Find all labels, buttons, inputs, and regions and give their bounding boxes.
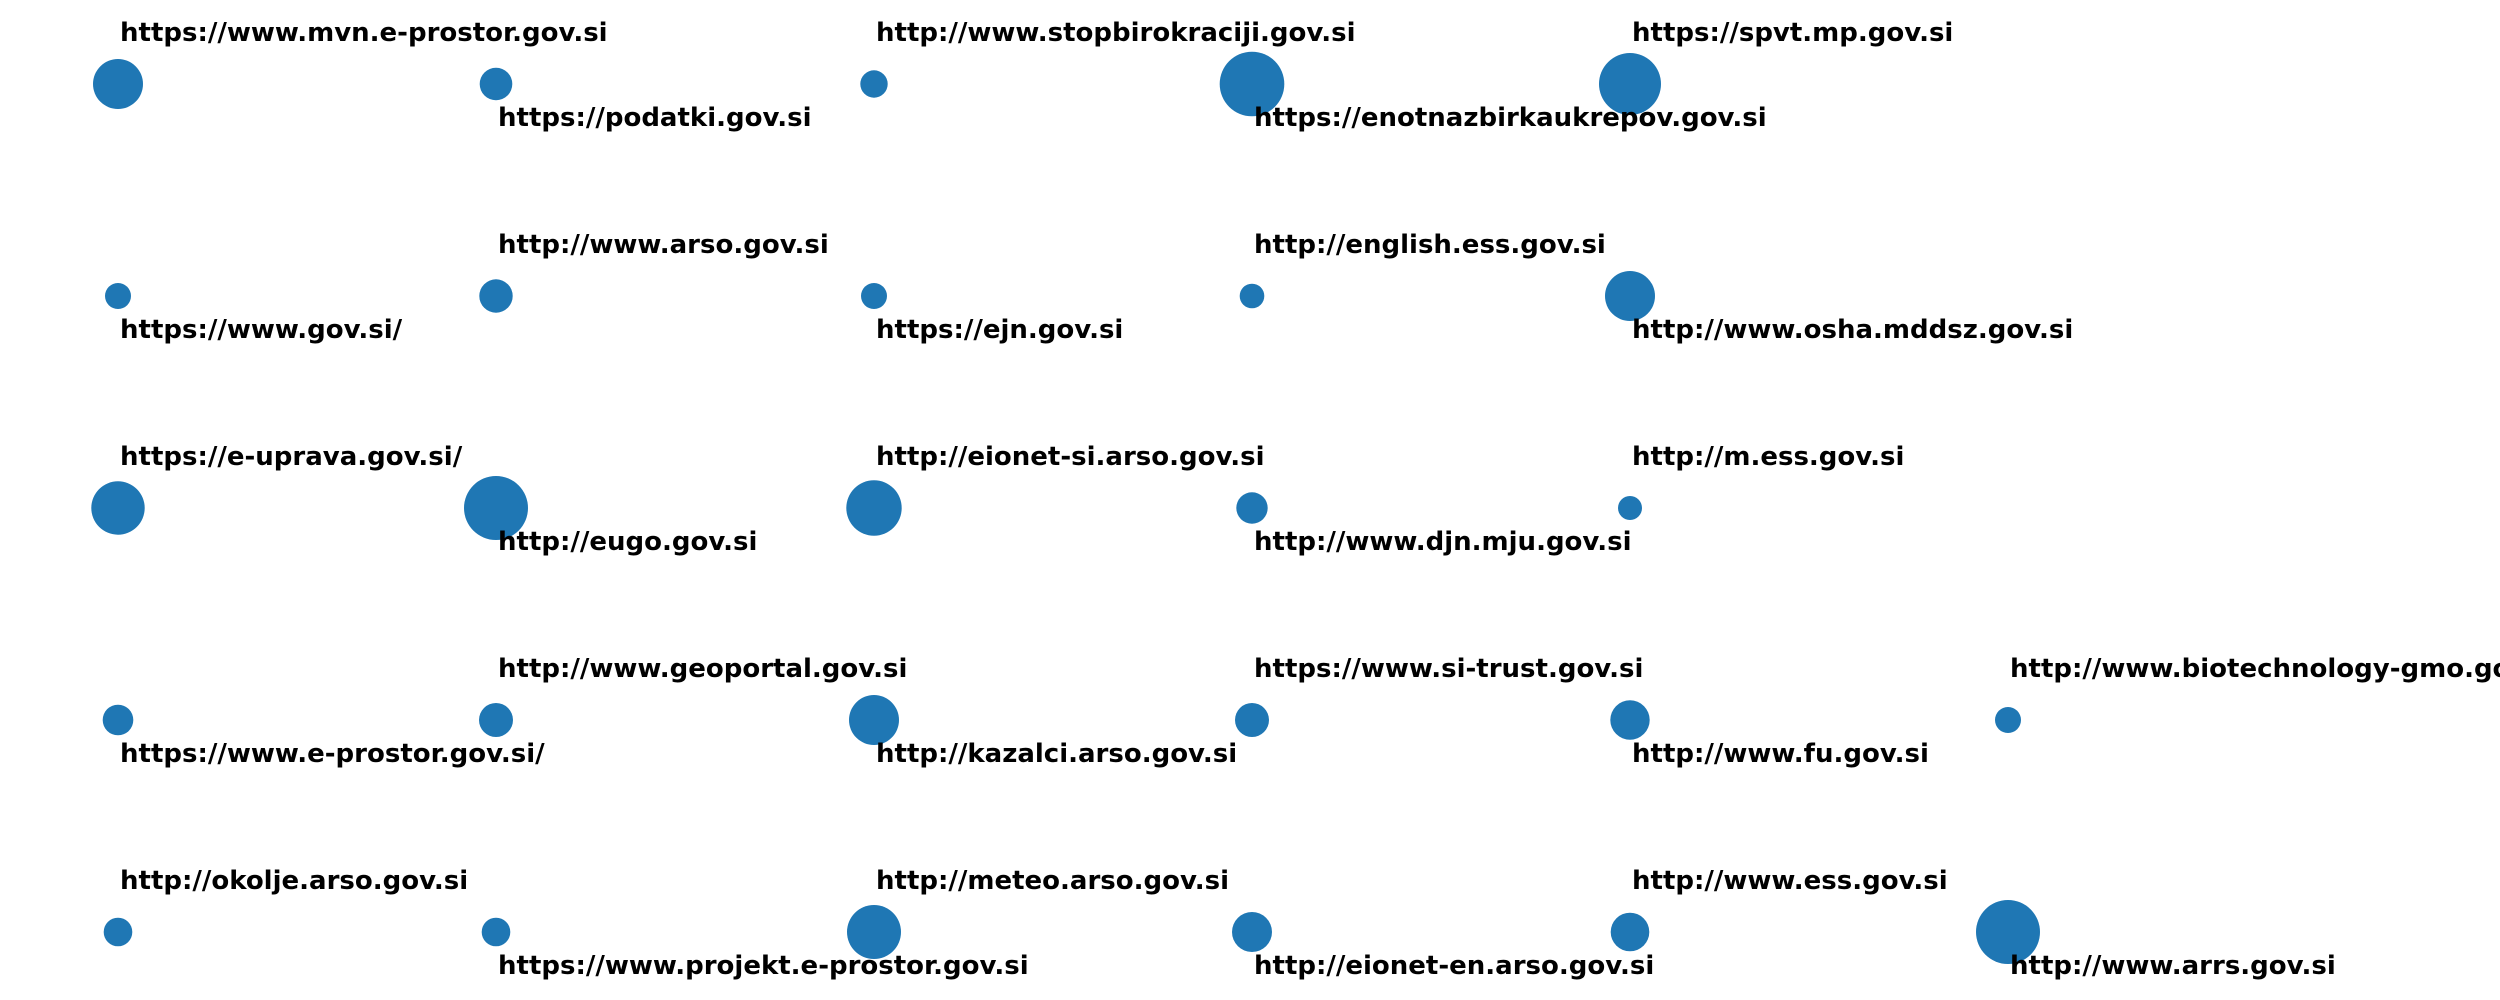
- bubble-14: [1618, 496, 1642, 520]
- bubble-12: [846, 480, 902, 536]
- bubble-label-20: http://www.biotechnology-gmo.gov.si: [2010, 654, 2500, 684]
- bubble-label-26: http://www.arrs.gov.si: [2010, 951, 2336, 981]
- bubble-25: [1610, 912, 1650, 952]
- bubble-label-25: http://www.ess.gov.si: [1632, 866, 1948, 896]
- bubble-label-11: http://eugo.gov.si: [498, 527, 757, 557]
- bubble-label-0: https://www.mvn.e-prostor.gov.si: [120, 18, 608, 48]
- bubble-7: [861, 283, 887, 309]
- bubble-label-9: http://www.osha.mddsz.gov.si: [1632, 315, 2073, 345]
- bubble-label-6: http://www.arso.gov.si: [498, 230, 829, 260]
- bubble-label-18: https://www.si-trust.gov.si: [1254, 654, 1643, 684]
- bubble-label-12: http://eionet-si.arso.gov.si: [876, 442, 1265, 472]
- bubble-21: [103, 917, 133, 947]
- bubble-1: [479, 67, 513, 101]
- bubble-label-16: http://www.geoportal.gov.si: [498, 654, 907, 684]
- bubble-label-3: https://enotnazbirkaukrepov.gov.si: [1254, 103, 1767, 133]
- bubble-10: [91, 481, 145, 535]
- bubbles-layer: [91, 51, 2040, 964]
- bubble-0: [93, 59, 143, 109]
- bubble-3: [1219, 51, 1285, 117]
- bubble-20: [1995, 707, 2021, 733]
- bubble-label-24: http://eionet-en.arso.gov.si: [1254, 951, 1654, 981]
- bubble-label-5: https://www.gov.si/: [120, 315, 403, 345]
- bubble-label-14: http://m.ess.gov.si: [1632, 442, 1904, 472]
- bubble-label-8: http://english.ess.gov.si: [1254, 230, 1606, 260]
- bubble-2: [860, 70, 888, 98]
- bubble-18: [1235, 703, 1269, 737]
- labels-layer: https://www.mvn.e-prostor.gov.si https://…: [120, 18, 2500, 981]
- bubble-22: [481, 917, 511, 947]
- bubble-label-2: http://www.stopbirokraciji.gov.si: [876, 18, 1355, 48]
- bubble-16: [479, 703, 513, 737]
- bubble-label-1: https://podatki.gov.si: [498, 103, 812, 133]
- bubble-24: [1232, 912, 1272, 952]
- bubble-label-17: http://kazalci.arso.gov.si: [876, 739, 1237, 769]
- bubble-15: [102, 704, 134, 736]
- bubble-label-4: https://spvt.mp.gov.si: [1632, 18, 1953, 48]
- bubble-label-22: https://www.projekt.e-prostor.gov.si: [498, 951, 1029, 981]
- bubble-label-21: http://okolje.arso.gov.si: [120, 866, 468, 896]
- bubble-6: [479, 279, 513, 313]
- bubble-label-15: https://www.e-prostor.gov.si/: [120, 739, 545, 769]
- bubble-9: [1605, 271, 1655, 321]
- bubble-label-23: http://meteo.arso.gov.si: [876, 866, 1229, 896]
- bubble-label-13: http://www.djn.mju.gov.si: [1254, 527, 1632, 557]
- bubble-13: [1236, 492, 1268, 524]
- bubble-label-19: http://www.fu.gov.si: [1632, 739, 1929, 769]
- bubble-26: [1976, 900, 2040, 964]
- bubble-19: [1610, 700, 1650, 740]
- bubble-5: [105, 283, 131, 309]
- bubble-17: [849, 695, 899, 745]
- bubble-label-10: https://e-uprava.gov.si/: [120, 442, 463, 472]
- bubble-23: [847, 905, 901, 959]
- bubble-label-7: https://ejn.gov.si: [876, 315, 1123, 345]
- bubble-8: [1239, 283, 1265, 309]
- bubble-4: [1599, 53, 1661, 115]
- bubble-11: [464, 476, 528, 540]
